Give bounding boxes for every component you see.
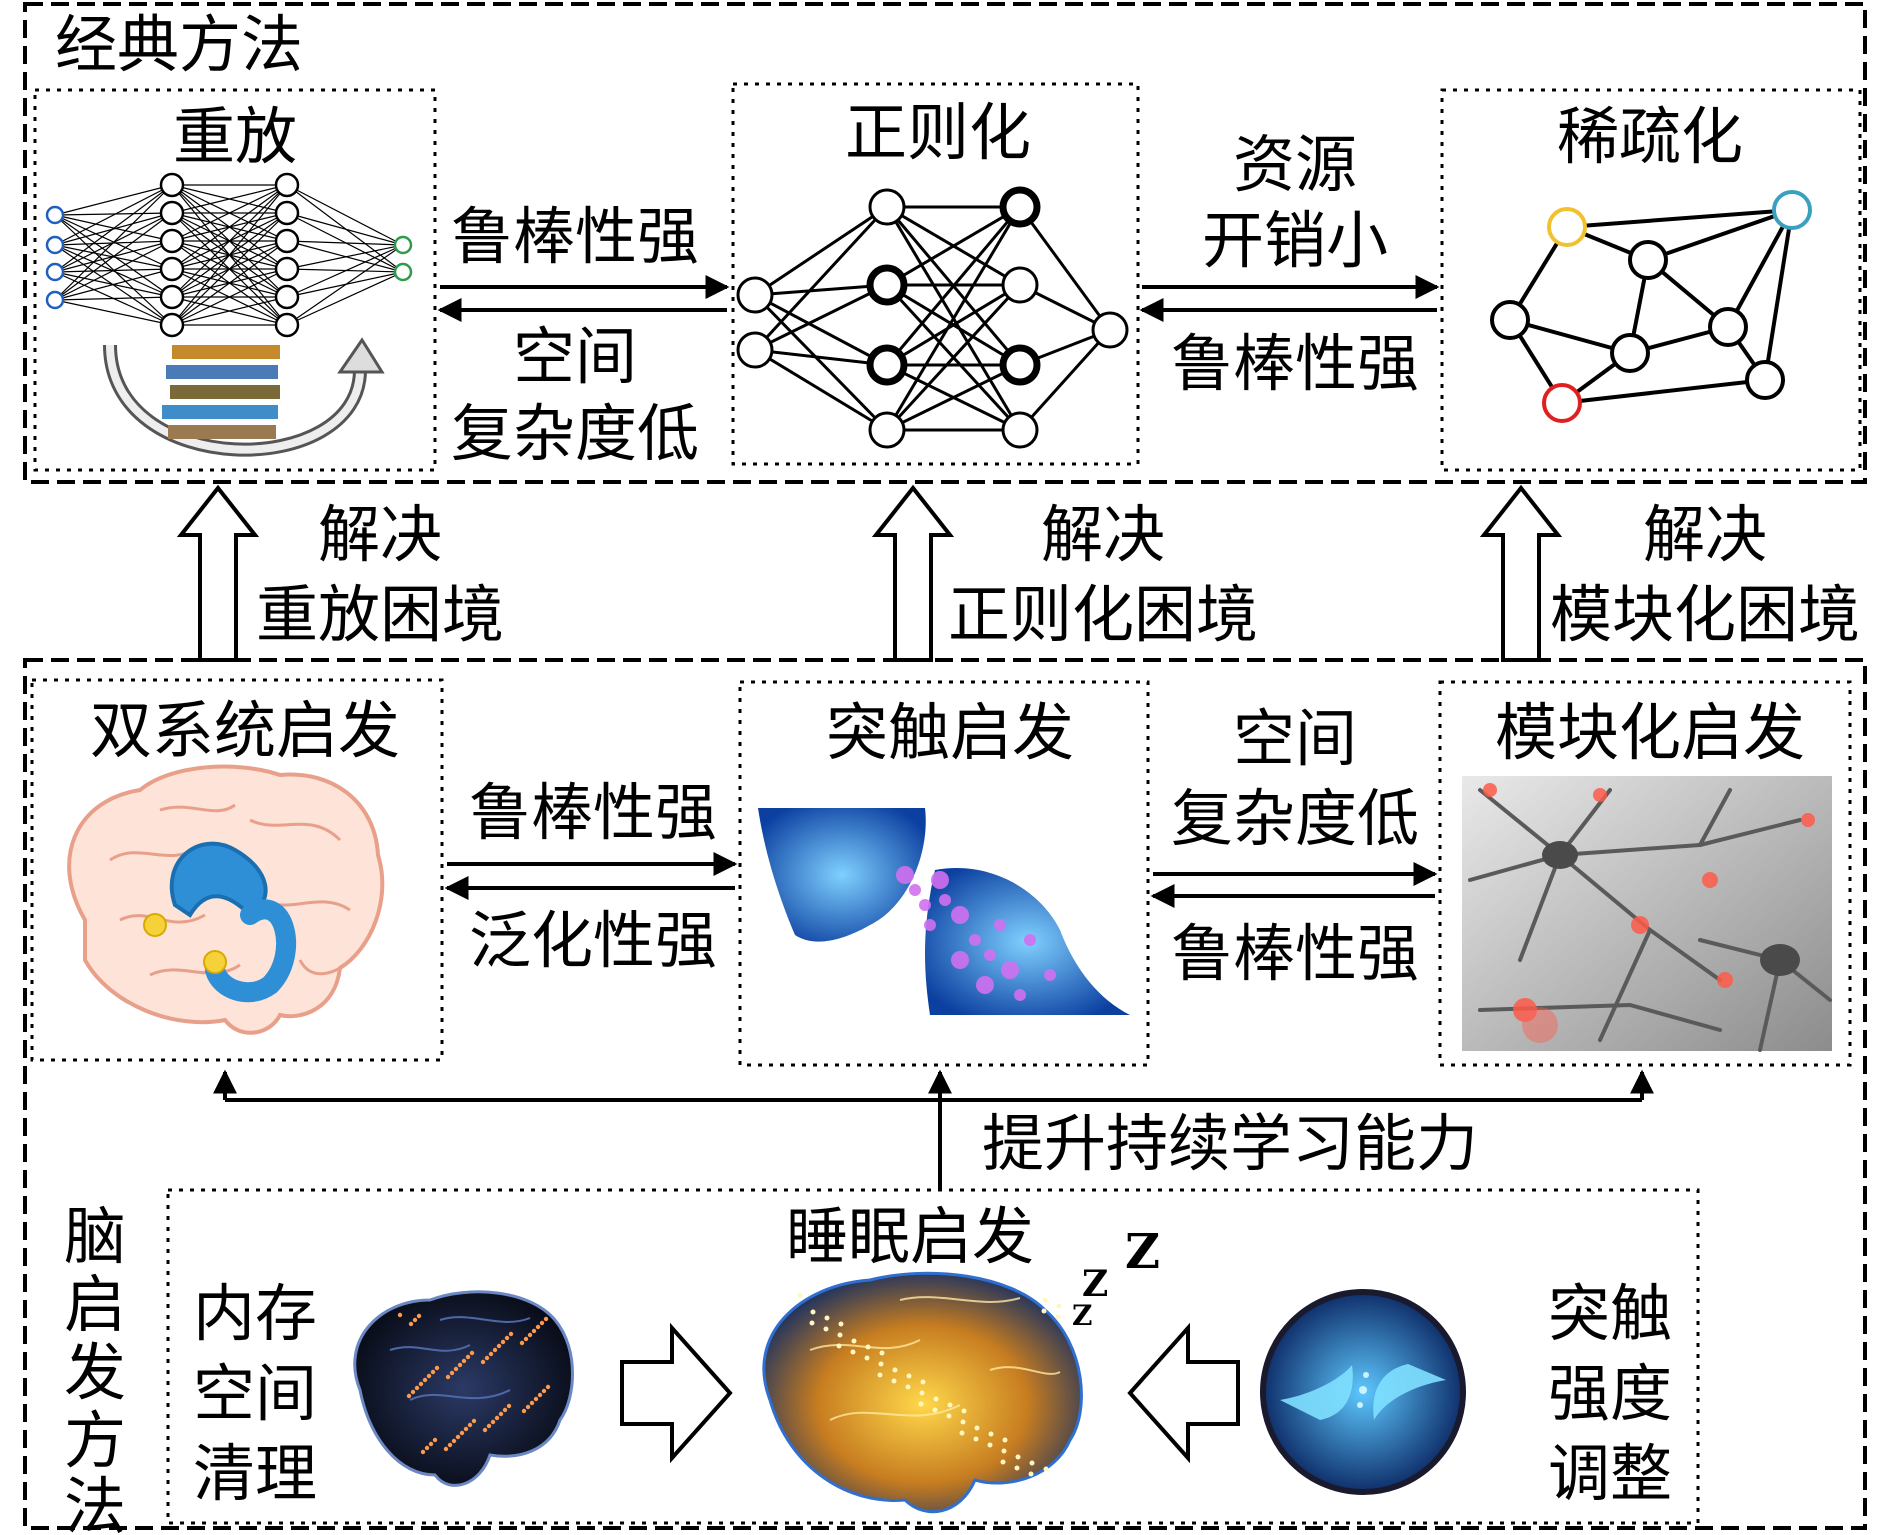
classical-methods-title: 经典方法: [55, 8, 303, 81]
brain-right-link-top-2: 复杂度低: [1171, 782, 1419, 855]
memory-brain-icon: [353, 1290, 574, 1487]
dual-system-title: 双系统启发: [90, 694, 400, 767]
solve-replay-line2: 重放困境: [256, 578, 504, 651]
sleep-title: 睡眠启发: [786, 1200, 1034, 1273]
svg-text:启: 启: [64, 1268, 126, 1341]
neural-network-icon: [45, 172, 413, 338]
brain-icon: [67, 764, 385, 1035]
replay-title: 重放: [173, 100, 297, 173]
solve-sparsification-line2: 模块化困境: [1550, 578, 1860, 651]
weighted-network-icon: [736, 186, 1129, 449]
svg-text:脑: 脑: [64, 1200, 126, 1273]
brain-left-link-bottom: 泛化性强: [469, 904, 717, 977]
modular-title: 模块化启发: [1495, 696, 1805, 769]
svg-text:发: 发: [64, 1336, 126, 1409]
regularization-title: 正则化: [845, 96, 1031, 169]
synapse-icon: [758, 808, 1130, 1015]
brain-inspired-title: 脑 启 发 方 法: [64, 1200, 126, 1535]
sleep-right-2: 强度: [1548, 1357, 1672, 1430]
classical-right-link-top-1: 资源: [1233, 128, 1357, 201]
brain-right-link-bottom: 鲁棒性强: [1171, 917, 1419, 990]
sleep-right-1: 突触: [1548, 1277, 1672, 1350]
replay-cycle-arrow-icon: [103, 337, 385, 457]
sleep-left-2: 空间: [193, 1357, 317, 1430]
hollow-arrow-right: [620, 1322, 733, 1464]
brain-inspired-frame: [23, 658, 1867, 1530]
classical-methods-frame: [23, 2, 1867, 484]
graph-icon: [1490, 190, 1812, 423]
classical-right-link-bottom: 鲁棒性强: [1171, 327, 1419, 400]
solve-arrow-regularization: [871, 484, 955, 662]
sleep-box: [166, 1188, 1700, 1525]
sleep-left-3: 清理: [193, 1437, 317, 1510]
solve-regularization-line2: 正则化困境: [948, 578, 1258, 651]
sleep-left-1: 内存: [193, 1277, 317, 1350]
svg-text:Z: Z: [1125, 1224, 1160, 1280]
improve-connector: [213, 1069, 1654, 1190]
sleep-icon: Z Z Z: [762, 1224, 1160, 1514]
classical-left-link-top: 鲁棒性强: [451, 200, 699, 273]
image-stack-icon: [162, 345, 280, 439]
hollow-arrow-left: [1127, 1322, 1240, 1464]
solve-arrow-sparsification: [1479, 484, 1563, 662]
neuron-icon: [1462, 776, 1832, 1052]
improve-label: 提升持续学习能力: [982, 1107, 1478, 1180]
classical-right-link-top-2: 开销小: [1202, 204, 1388, 277]
svg-text:方: 方: [64, 1404, 126, 1477]
solve-regularization-line1: 解决: [1041, 498, 1165, 571]
sleep-right-3: 调整: [1548, 1437, 1672, 1510]
replay-box: [33, 88, 437, 472]
brain-right-link-top-1: 空间: [1233, 702, 1357, 775]
synapse-title: 突触启发: [826, 696, 1074, 769]
svg-text:Z: Z: [1072, 1299, 1092, 1332]
solve-replay-line1: 解决: [318, 498, 442, 571]
dual-system-box: [30, 678, 444, 1062]
brain-left-link-top: 鲁棒性强: [469, 776, 717, 849]
regularization-box: [731, 82, 1140, 466]
svg-text:法: 法: [64, 1470, 126, 1535]
svg-text:Z: Z: [1082, 1263, 1108, 1305]
solve-arrow-replay: [176, 484, 260, 662]
sparsification-box: [1440, 88, 1862, 472]
synapse-strength-icon: [1260, 1289, 1466, 1495]
sparsification-title: 稀疏化: [1557, 100, 1743, 173]
classical-left-link-bottom-2: 复杂度低: [451, 397, 699, 470]
solve-sparsification-line1: 解决: [1643, 498, 1767, 571]
classical-left-link-bottom-1: 空间: [513, 320, 637, 393]
